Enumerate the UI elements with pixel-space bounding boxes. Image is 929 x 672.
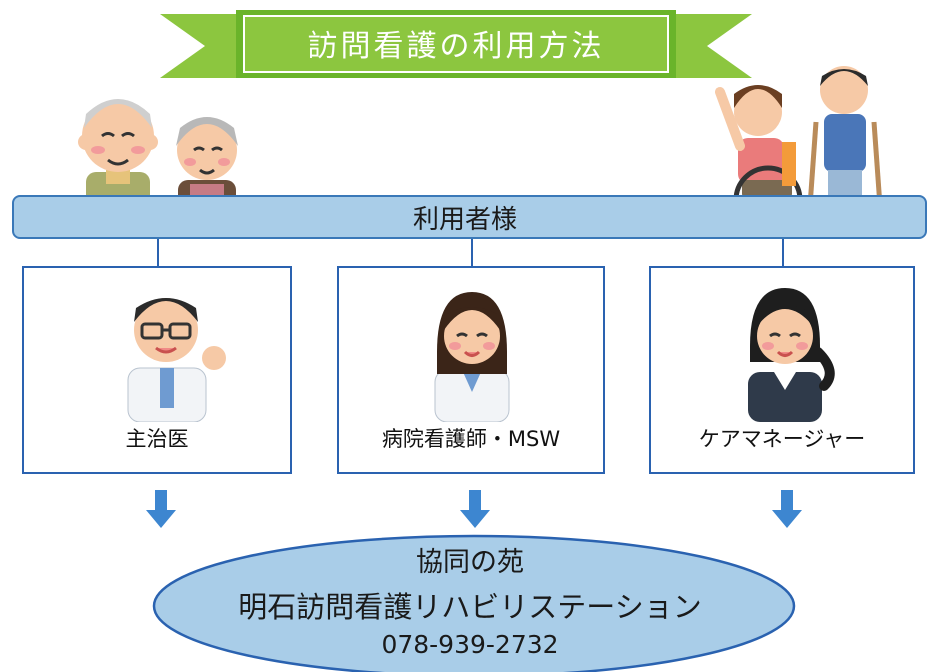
role-label-nurse: 病院看護師・MSW (381, 427, 561, 451)
role-label-doctor: 主治医 (125, 427, 189, 451)
role-label-care-manager: ケアマネージャー (698, 427, 866, 451)
users-bar (12, 195, 927, 239)
nurse-icon (434, 292, 510, 422)
users-label: 利用者様 (412, 204, 517, 235)
page-title: 訪問看護の利用方法 (307, 29, 605, 64)
title-banner (160, 10, 752, 78)
care-manager-icon (748, 288, 835, 422)
station-name: 協同の苑 (416, 547, 524, 578)
station-phone: 078-939-2732 (381, 630, 559, 659)
down-arrow-icon (146, 490, 176, 528)
down-arrow-icon (460, 490, 490, 528)
station-ellipse (152, 534, 796, 672)
station-full-name: 明石訪問看護リハビリステーション (238, 590, 702, 624)
doctor-icon (127, 298, 226, 422)
down-arrow-icon (772, 490, 802, 528)
